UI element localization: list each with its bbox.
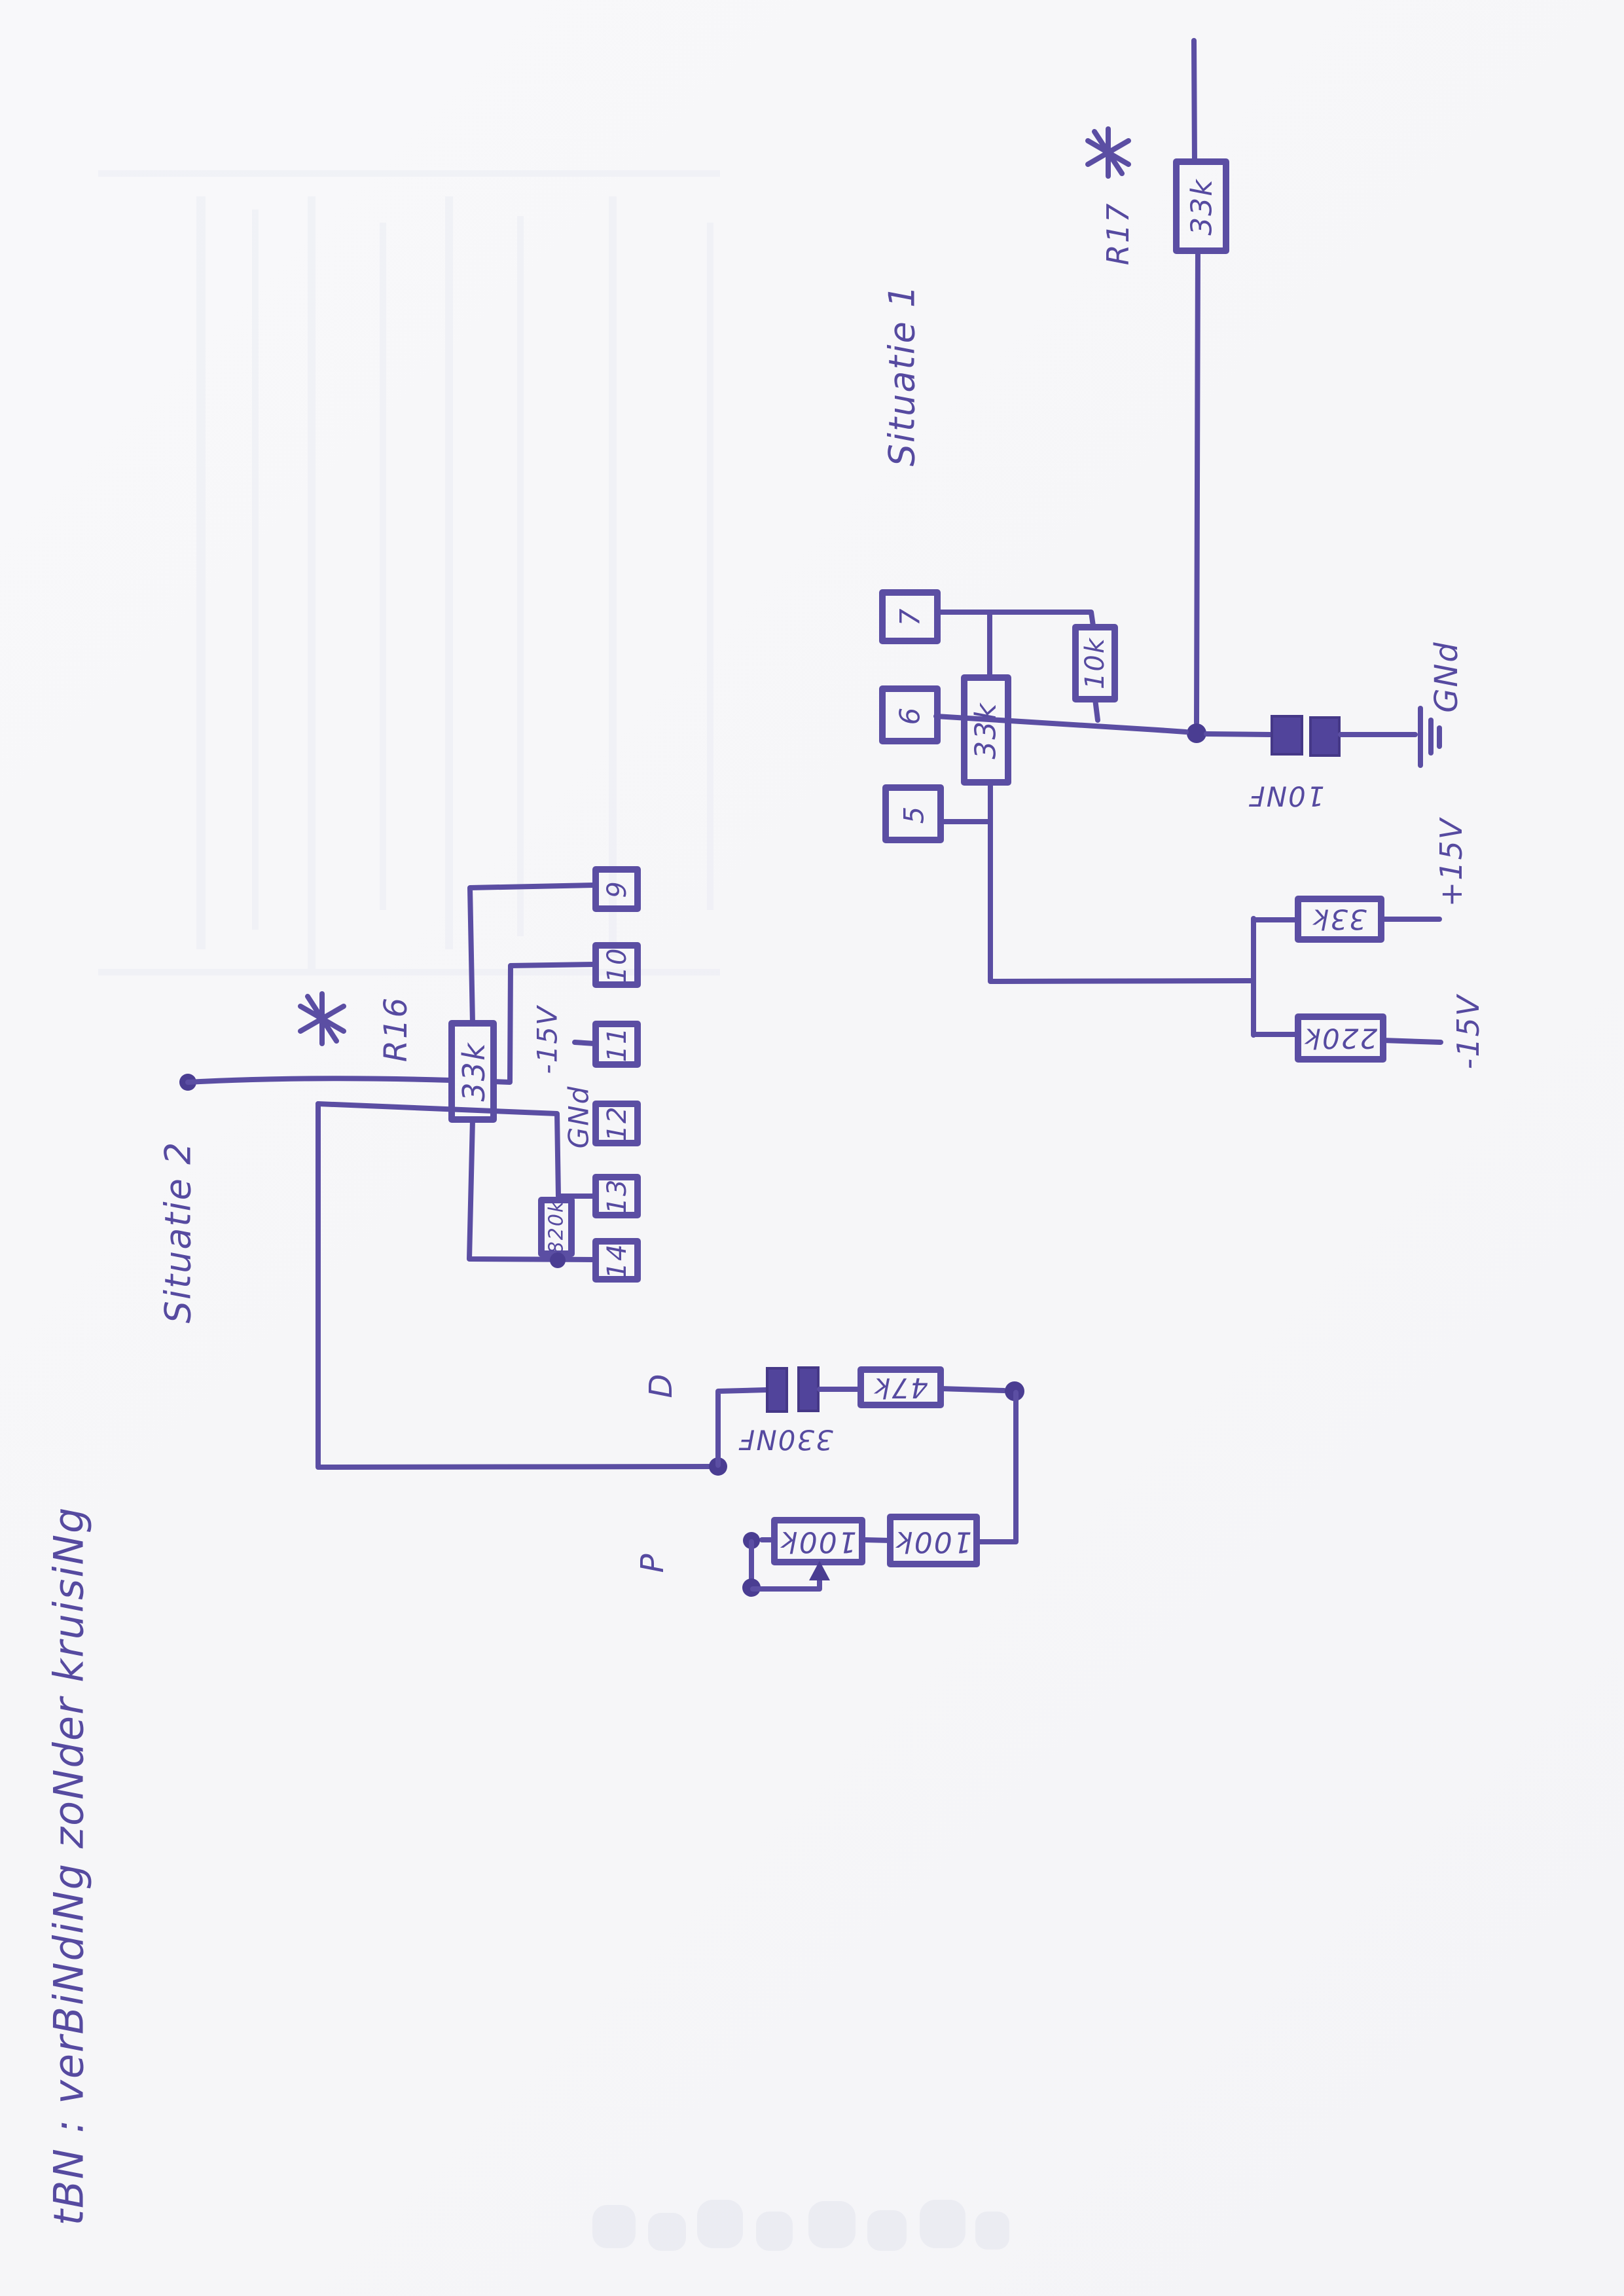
cap-10nf-plate-right bbox=[1309, 716, 1341, 757]
asterisk-icon bbox=[298, 991, 346, 1046]
wire-r16-to-pin10 bbox=[490, 962, 597, 1085]
asterisk-icon bbox=[1085, 126, 1131, 179]
situatie2-circuit: Situatie 2 R16 33k 9 10 11 12 13 bbox=[158, 866, 1024, 1597]
wire-input-to-r16 bbox=[185, 1076, 453, 1085]
gnd-label: GNd bbox=[1428, 641, 1465, 713]
situatie1-title: Situatie 1 bbox=[882, 284, 923, 467]
cap-330nf-plate-left bbox=[766, 1367, 788, 1413]
wire-r17-bottom-lead bbox=[1194, 248, 1200, 725]
wire-crossing-to-pin13 bbox=[316, 1101, 596, 1199]
pot-wiper-arrowhead bbox=[809, 1561, 830, 1580]
ink-showthrough-stamp bbox=[592, 2200, 1009, 2251]
wire-r16-to-pin9 bbox=[467, 883, 596, 1026]
pin-box-12 bbox=[592, 1101, 641, 1146]
cap-330nf-plate-right bbox=[797, 1366, 820, 1412]
pin-10-number: 10 bbox=[602, 947, 632, 983]
r17-value-label: 33k bbox=[1185, 178, 1219, 235]
pin-13-number: 13 bbox=[602, 1178, 632, 1214]
pin-box-5 bbox=[882, 784, 944, 843]
r33k-s1-value-label: 33k bbox=[969, 702, 1003, 759]
wire-pin7-net bbox=[935, 610, 1096, 629]
situatie2-title: Situatie 2 bbox=[158, 1141, 199, 1324]
pin-box-7 bbox=[879, 589, 941, 644]
r16-ref-label: R16 bbox=[378, 996, 414, 1062]
pin-11-number: 11 bbox=[602, 1027, 632, 1063]
wire-d-to-cap330 bbox=[715, 1387, 768, 1468]
pin-12-number: 12 bbox=[602, 1106, 632, 1142]
wire-r17-top-lead bbox=[1191, 38, 1197, 164]
pin-14-number: 14 bbox=[602, 1243, 632, 1279]
ground-symbol-icon bbox=[1418, 706, 1442, 768]
r47k-value-label: 47k bbox=[873, 1372, 928, 1404]
pin12-gnd-label: GNd bbox=[563, 1085, 595, 1149]
cap-330nf-value-label: 330NF bbox=[738, 1424, 833, 1456]
junction-820k-bottom bbox=[550, 1252, 566, 1268]
wire-junction-to-cap10 bbox=[1204, 731, 1272, 737]
junction-r17-net6 bbox=[1187, 723, 1206, 743]
resistor-r17-body bbox=[1173, 158, 1229, 254]
wire-220k-to-minus15 bbox=[1380, 1038, 1443, 1045]
pin-9-number: 9 bbox=[602, 880, 632, 898]
plus15v-label: +15V bbox=[1434, 816, 1469, 907]
wire-47k-to-junction bbox=[938, 1386, 1007, 1393]
pin11-minus15v-label: -15V bbox=[532, 1004, 564, 1074]
pin-6-number: 6 bbox=[894, 706, 926, 725]
r17-ref-label: R17 bbox=[1100, 202, 1136, 266]
wire-down-to-filter bbox=[316, 1101, 712, 1470]
pin-box-9 bbox=[592, 866, 641, 912]
wire-33k-to-divider bbox=[988, 780, 1254, 984]
cap-10nf-value-label: 10NF bbox=[1248, 780, 1324, 812]
pin-box-10 bbox=[592, 942, 641, 988]
node-p-label: P bbox=[634, 1553, 671, 1573]
r220k-value-label: 220k bbox=[1304, 1023, 1378, 1055]
pin-box-13 bbox=[592, 1174, 641, 1218]
legend-note: tBN : verBiNdiNg zoNder kruisiNg bbox=[45, 1506, 93, 2226]
pin-5-number: 5 bbox=[898, 805, 930, 824]
pin-7-number: 7 bbox=[894, 608, 926, 627]
cap-10nf-plate-left bbox=[1271, 715, 1303, 756]
paper-showthrough bbox=[98, 170, 720, 975]
r820k-value-label: 820k bbox=[545, 1200, 568, 1254]
minus15v-label: -15V bbox=[1451, 993, 1486, 1069]
node-d-label: D bbox=[643, 1373, 679, 1398]
pin-box-11 bbox=[592, 1021, 641, 1068]
r100k-value-label: 100k bbox=[895, 1525, 971, 1559]
r10k-value-label: 10k bbox=[1080, 637, 1110, 689]
r16-value-label: 33k bbox=[456, 1042, 492, 1102]
wire-right-loop bbox=[976, 1390, 1019, 1544]
wire-10k-bottom-lead bbox=[1092, 697, 1100, 723]
resistor-33k-s1-body bbox=[961, 674, 1011, 786]
pin-box-14 bbox=[592, 1238, 641, 1283]
wire-pin11-stub bbox=[572, 1040, 597, 1046]
wire-pin6-net bbox=[933, 714, 1189, 735]
r33k-divider-value-label: 33k bbox=[1312, 903, 1367, 936]
situatie1-circuit: Situatie 1 R17 33k 7 6 5 33k 10k bbox=[879, 38, 1486, 1069]
pot-100k-value-label: 100k bbox=[780, 1525, 856, 1559]
wire-wiper bbox=[750, 1567, 822, 1592]
